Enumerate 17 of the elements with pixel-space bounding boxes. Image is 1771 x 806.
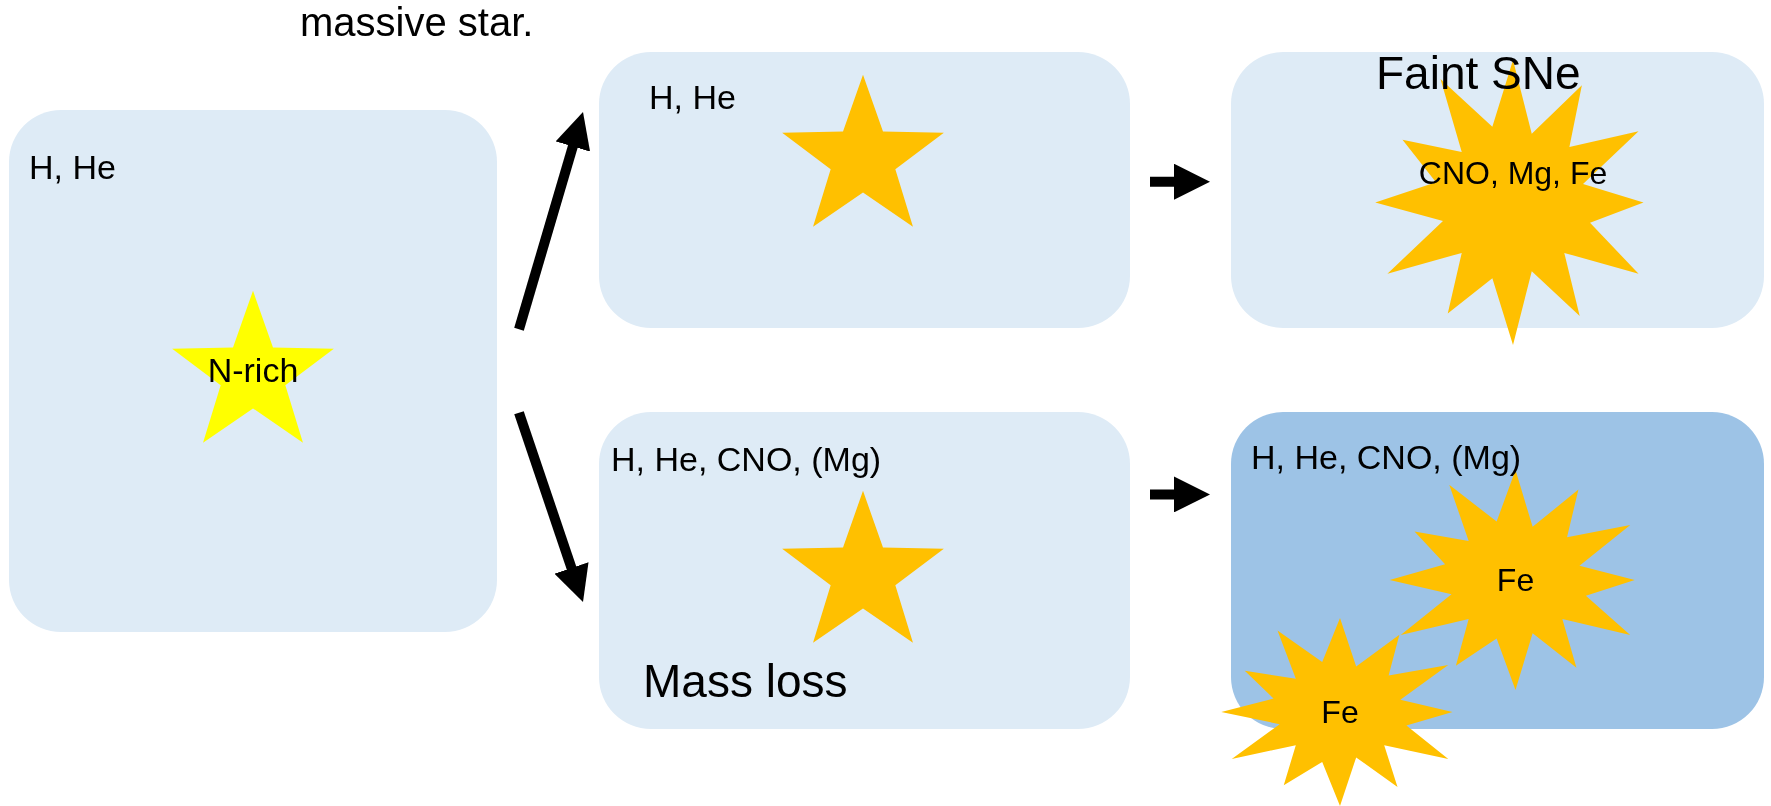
- burst-label: Fe: [1496, 561, 1535, 599]
- element-list: H, He, CNO, (Mg): [1251, 438, 1522, 477]
- stage-panel: [599, 52, 1130, 328]
- element-list: H, He, CNO, (Mg): [611, 440, 882, 479]
- arrow: [514, 112, 591, 331]
- arrow: [1150, 163, 1210, 200]
- caption-text: Mass loss: [643, 654, 848, 708]
- arrow: [1150, 476, 1210, 513]
- stage-panel: [599, 412, 1130, 729]
- stage-panel: [1231, 412, 1764, 729]
- star-label: N-rich: [207, 350, 299, 390]
- element-list: H, He: [29, 148, 116, 187]
- burst-label: Fe: [1321, 693, 1359, 731]
- element-list: H, He: [649, 78, 736, 117]
- stage-panel: [9, 110, 497, 632]
- heading: massive star.: [300, 0, 534, 45]
- arrow: [514, 411, 589, 602]
